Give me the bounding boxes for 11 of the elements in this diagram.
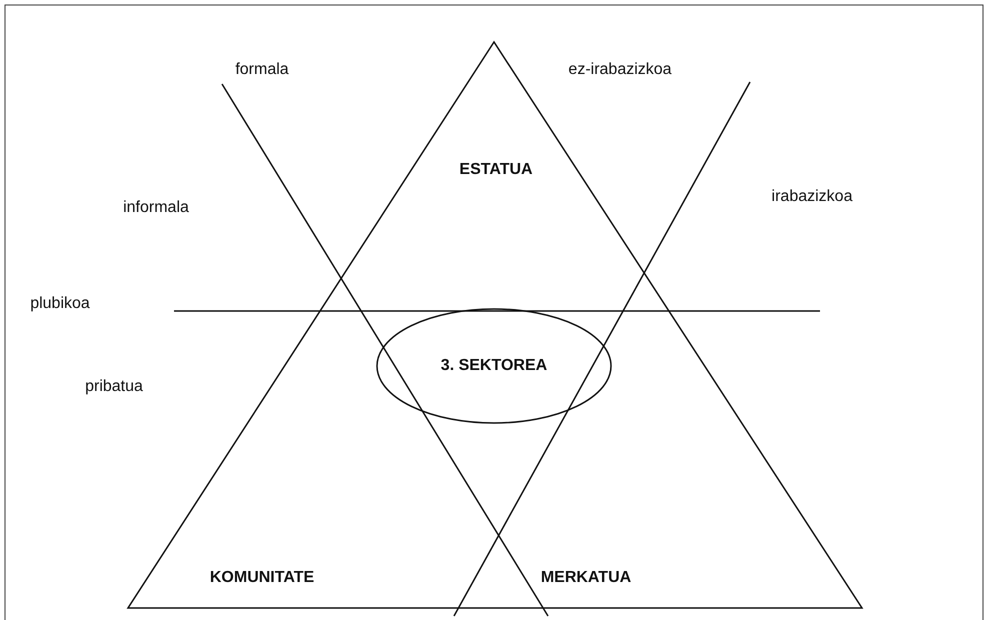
axis-label: ez-irabazizkoa (568, 61, 672, 79)
axis-label: plubikoa (30, 295, 90, 313)
axis-label: irabazizkoa (772, 188, 852, 206)
sector-label: KOMUNITATE (210, 569, 314, 587)
sector-label: 3. SEKTOREA (440, 357, 548, 375)
axis-label: pribatua (85, 378, 143, 396)
sector-label: MERKATUA (540, 569, 632, 587)
axis-label: formala (235, 61, 289, 79)
sector-ellipse (376, 308, 612, 424)
axis-label: informala (123, 199, 189, 217)
sector-label: ESTATUA (459, 161, 533, 179)
